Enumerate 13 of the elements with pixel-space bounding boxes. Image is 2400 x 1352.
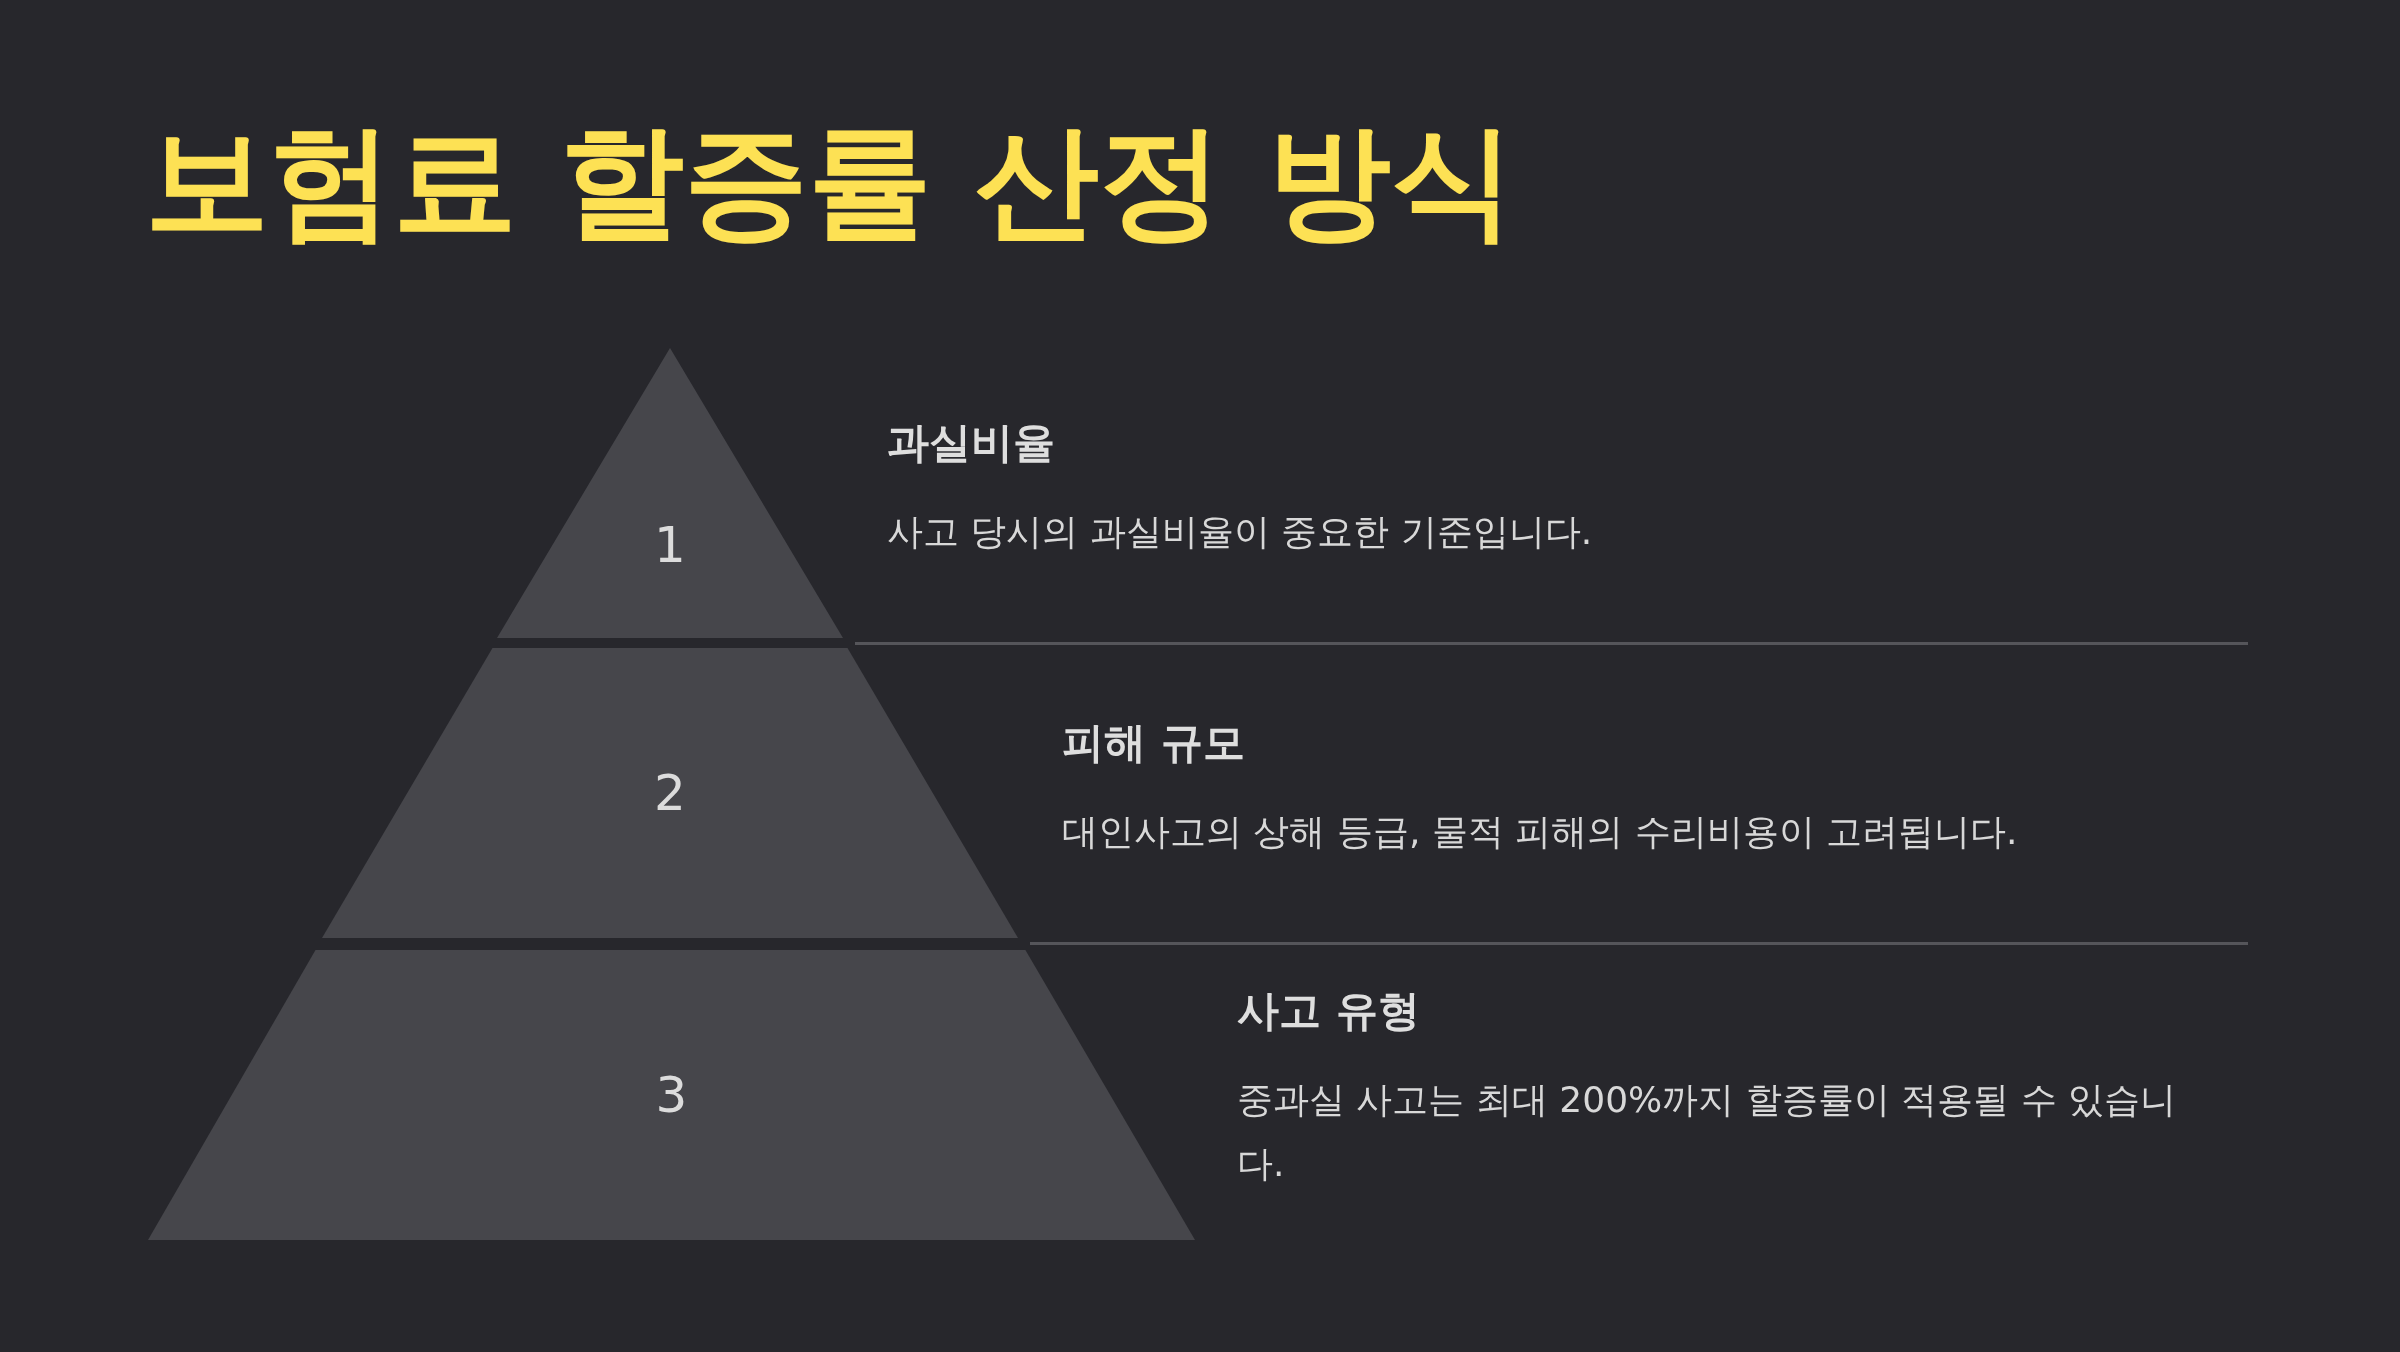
tier-description: 중과실 사고는 최대 200%까지 할증률이 적용될 수 있습니다. xyxy=(1237,1078,2178,1186)
pyramid-tier xyxy=(148,950,1195,1240)
tier-heading: 사고 유형 xyxy=(1237,985,1420,1037)
tier-number: 2 xyxy=(654,764,686,822)
tier-description: 사고 당시의 과실비율이 중요한 기준입니다. xyxy=(887,510,1594,554)
tier-description: 대인사고의 상해 등급, 물적 피해의 수리비용이 고려됩니다. xyxy=(1062,810,2019,854)
title: 보험료 할증률 산정 방식 xyxy=(145,108,1515,255)
tier-heading: 과실비율 xyxy=(887,417,1055,469)
tier-number: 1 xyxy=(654,516,686,575)
pyramid-tier xyxy=(322,648,1018,938)
tier-number: 3 xyxy=(655,1066,688,1124)
tier-heading: 피해 규모 xyxy=(1062,717,1245,769)
pyramid-apex xyxy=(497,348,843,638)
